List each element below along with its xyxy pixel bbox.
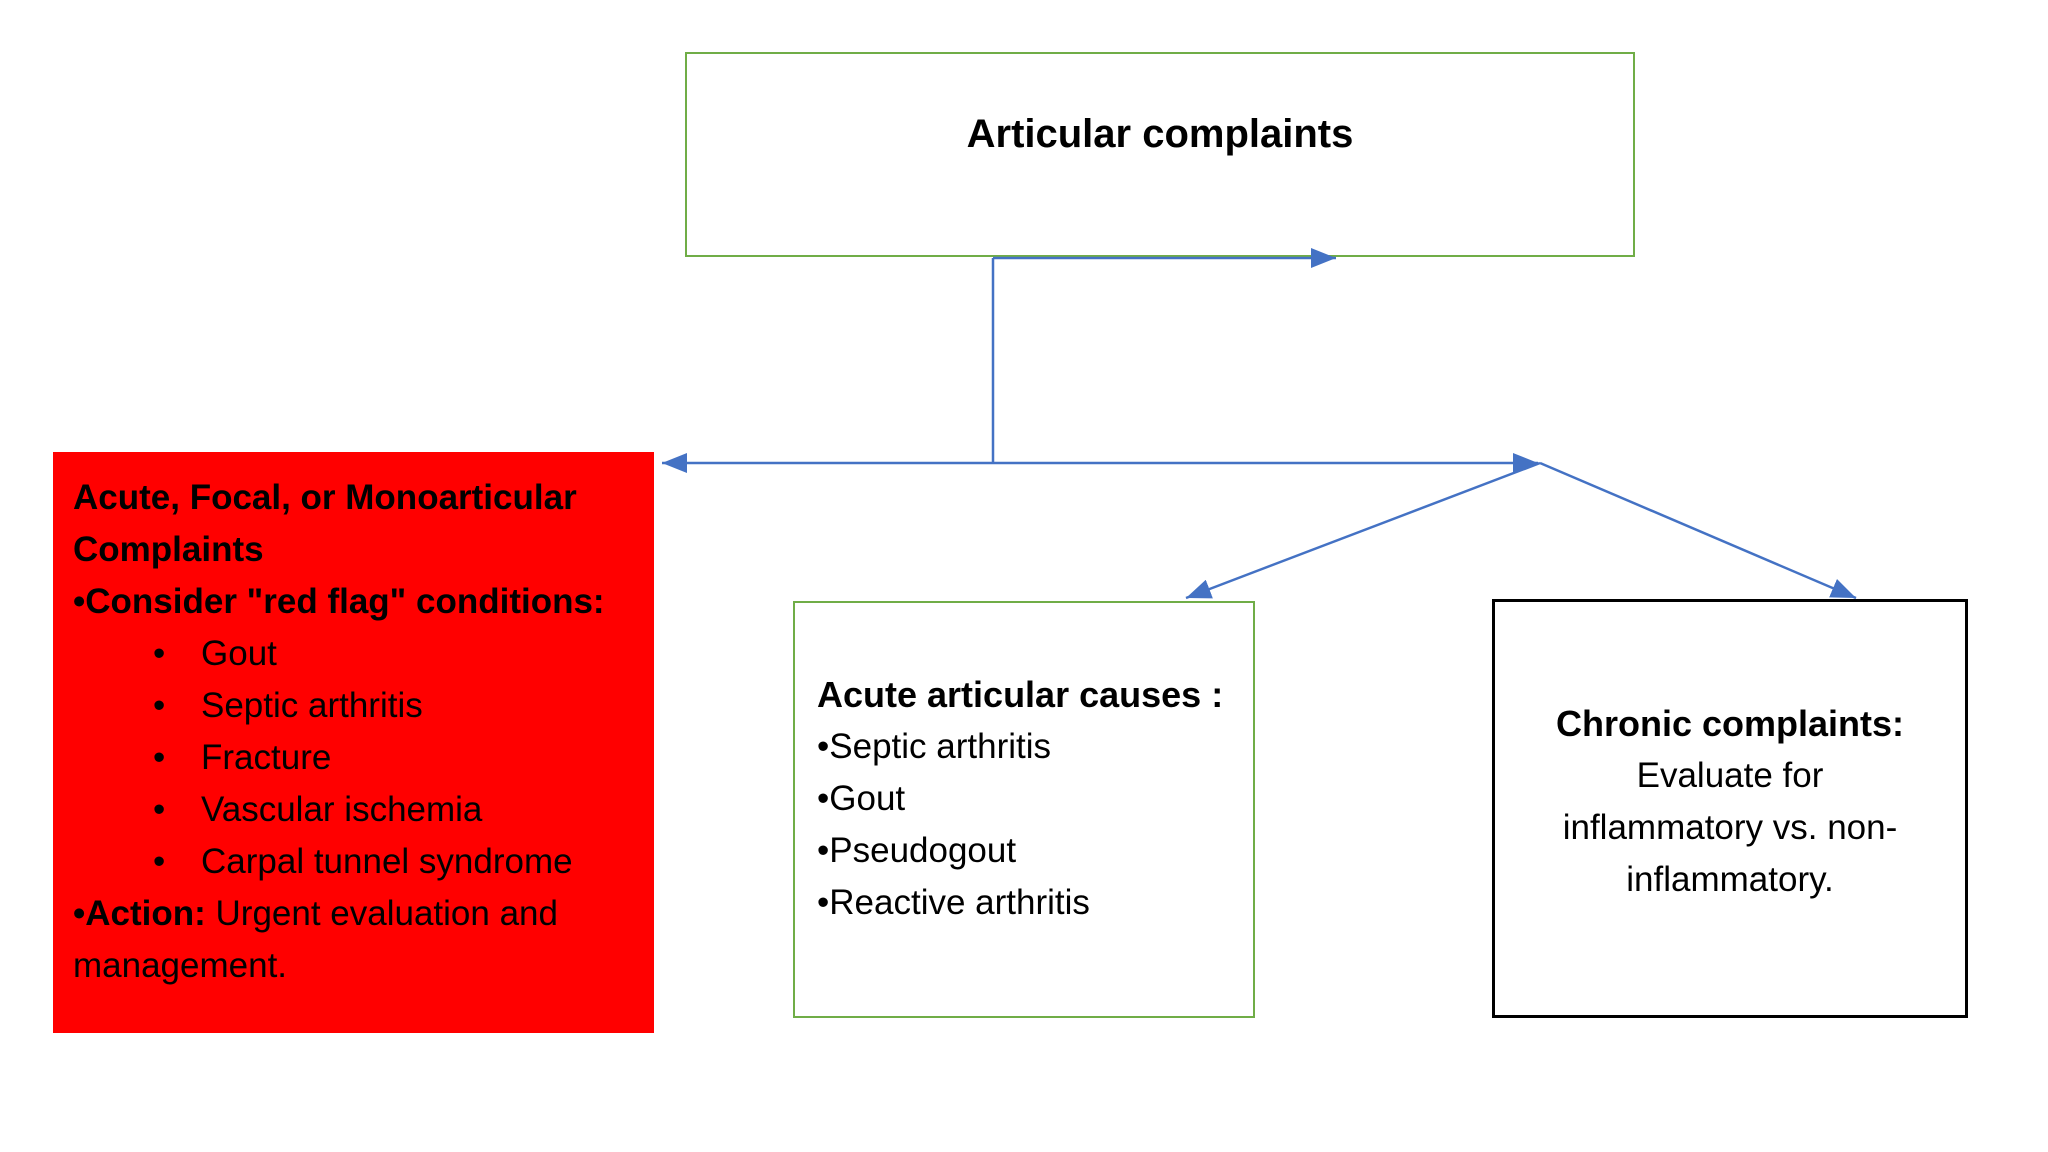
bullet-icon: •: [153, 634, 166, 673]
acute-bullet-item: •Septic arthritis: [817, 721, 1247, 773]
red-flag-heading-line2: Complaints: [73, 530, 264, 569]
red-flag-action-text: Urgent evaluation and: [205, 894, 558, 933]
chronic-body-line: inflammatory.: [1626, 860, 1834, 899]
red-flag-bullet-item: • Gout: [73, 628, 646, 680]
bullet-icon: •: [817, 727, 830, 766]
acute-bullet-label: Pseudogout: [829, 831, 1017, 870]
red-flag-bullet-item: • Fracture: [73, 732, 646, 784]
chronic-body-line: Evaluate for: [1636, 756, 1824, 795]
arrow-to-acute-box: [1185, 461, 1541, 600]
red-flag-heading-line1: Acute, Focal, or Monoarticular: [73, 478, 577, 517]
node-articular-complaints: Articular complaints: [685, 52, 1635, 257]
bullet-icon: •: [153, 738, 166, 777]
red-flag-action-line: •Action: Urgent evaluation and: [73, 888, 646, 940]
node-red-flag-complaints: Acute, Focal, or Monoarticular Complaint…: [53, 452, 654, 1033]
red-flag-bullet-item: • Carpal tunnel syndrome: [73, 836, 646, 888]
bullet-icon: •: [817, 831, 830, 870]
acute-bullet-label: Reactive arthritis: [829, 883, 1090, 922]
root-node-title: Articular complaints: [966, 112, 1354, 156]
node-chronic-complaints: Chronic complaints: Evaluate for inflamm…: [1492, 599, 1968, 1018]
acute-bullet-label: Gout: [829, 779, 906, 818]
red-flag-bullet-label: Carpal tunnel syndrome: [201, 842, 573, 881]
bullet-icon: •: [817, 883, 830, 922]
acute-bullet-label: Septic arthritis: [829, 727, 1052, 766]
red-flag-bullet-label: Vascular ischemia: [201, 790, 483, 829]
node-acute-articular-causes: Acute articular causes : •Septic arthrit…: [793, 601, 1255, 1018]
bullet-icon: •: [153, 790, 166, 829]
acute-heading: Acute articular causes :: [817, 674, 1224, 715]
bullet-icon: •: [153, 686, 166, 725]
red-flag-bullet-label: Fracture: [201, 738, 332, 777]
acute-bullet-item: •Pseudogout: [817, 825, 1247, 877]
red-flag-action-label: •Action:: [73, 894, 206, 933]
acute-bullet-item: •Gout: [817, 773, 1247, 825]
red-flag-bullet-item: • Vascular ischemia: [73, 784, 646, 836]
red-flag-bullet-label: Gout: [201, 634, 277, 673]
red-flag-bullet-label: Septic arthritis: [201, 686, 423, 725]
red-flag-consider-heading: •Consider "red flag" conditions:: [73, 582, 605, 621]
red-flag-bullet-item: • Septic arthritis: [73, 680, 646, 732]
red-flag-action-line2: management.: [73, 946, 288, 985]
chronic-body-line: inflammatory vs. non-: [1562, 808, 1898, 847]
arrow-to-chronic-box: [1539, 461, 1857, 600]
acute-bullet-item: •Reactive arthritis: [817, 877, 1247, 929]
bullet-icon: •: [817, 779, 830, 818]
bullet-icon: •: [153, 842, 166, 881]
chronic-heading: Chronic complaints:: [1555, 703, 1905, 744]
